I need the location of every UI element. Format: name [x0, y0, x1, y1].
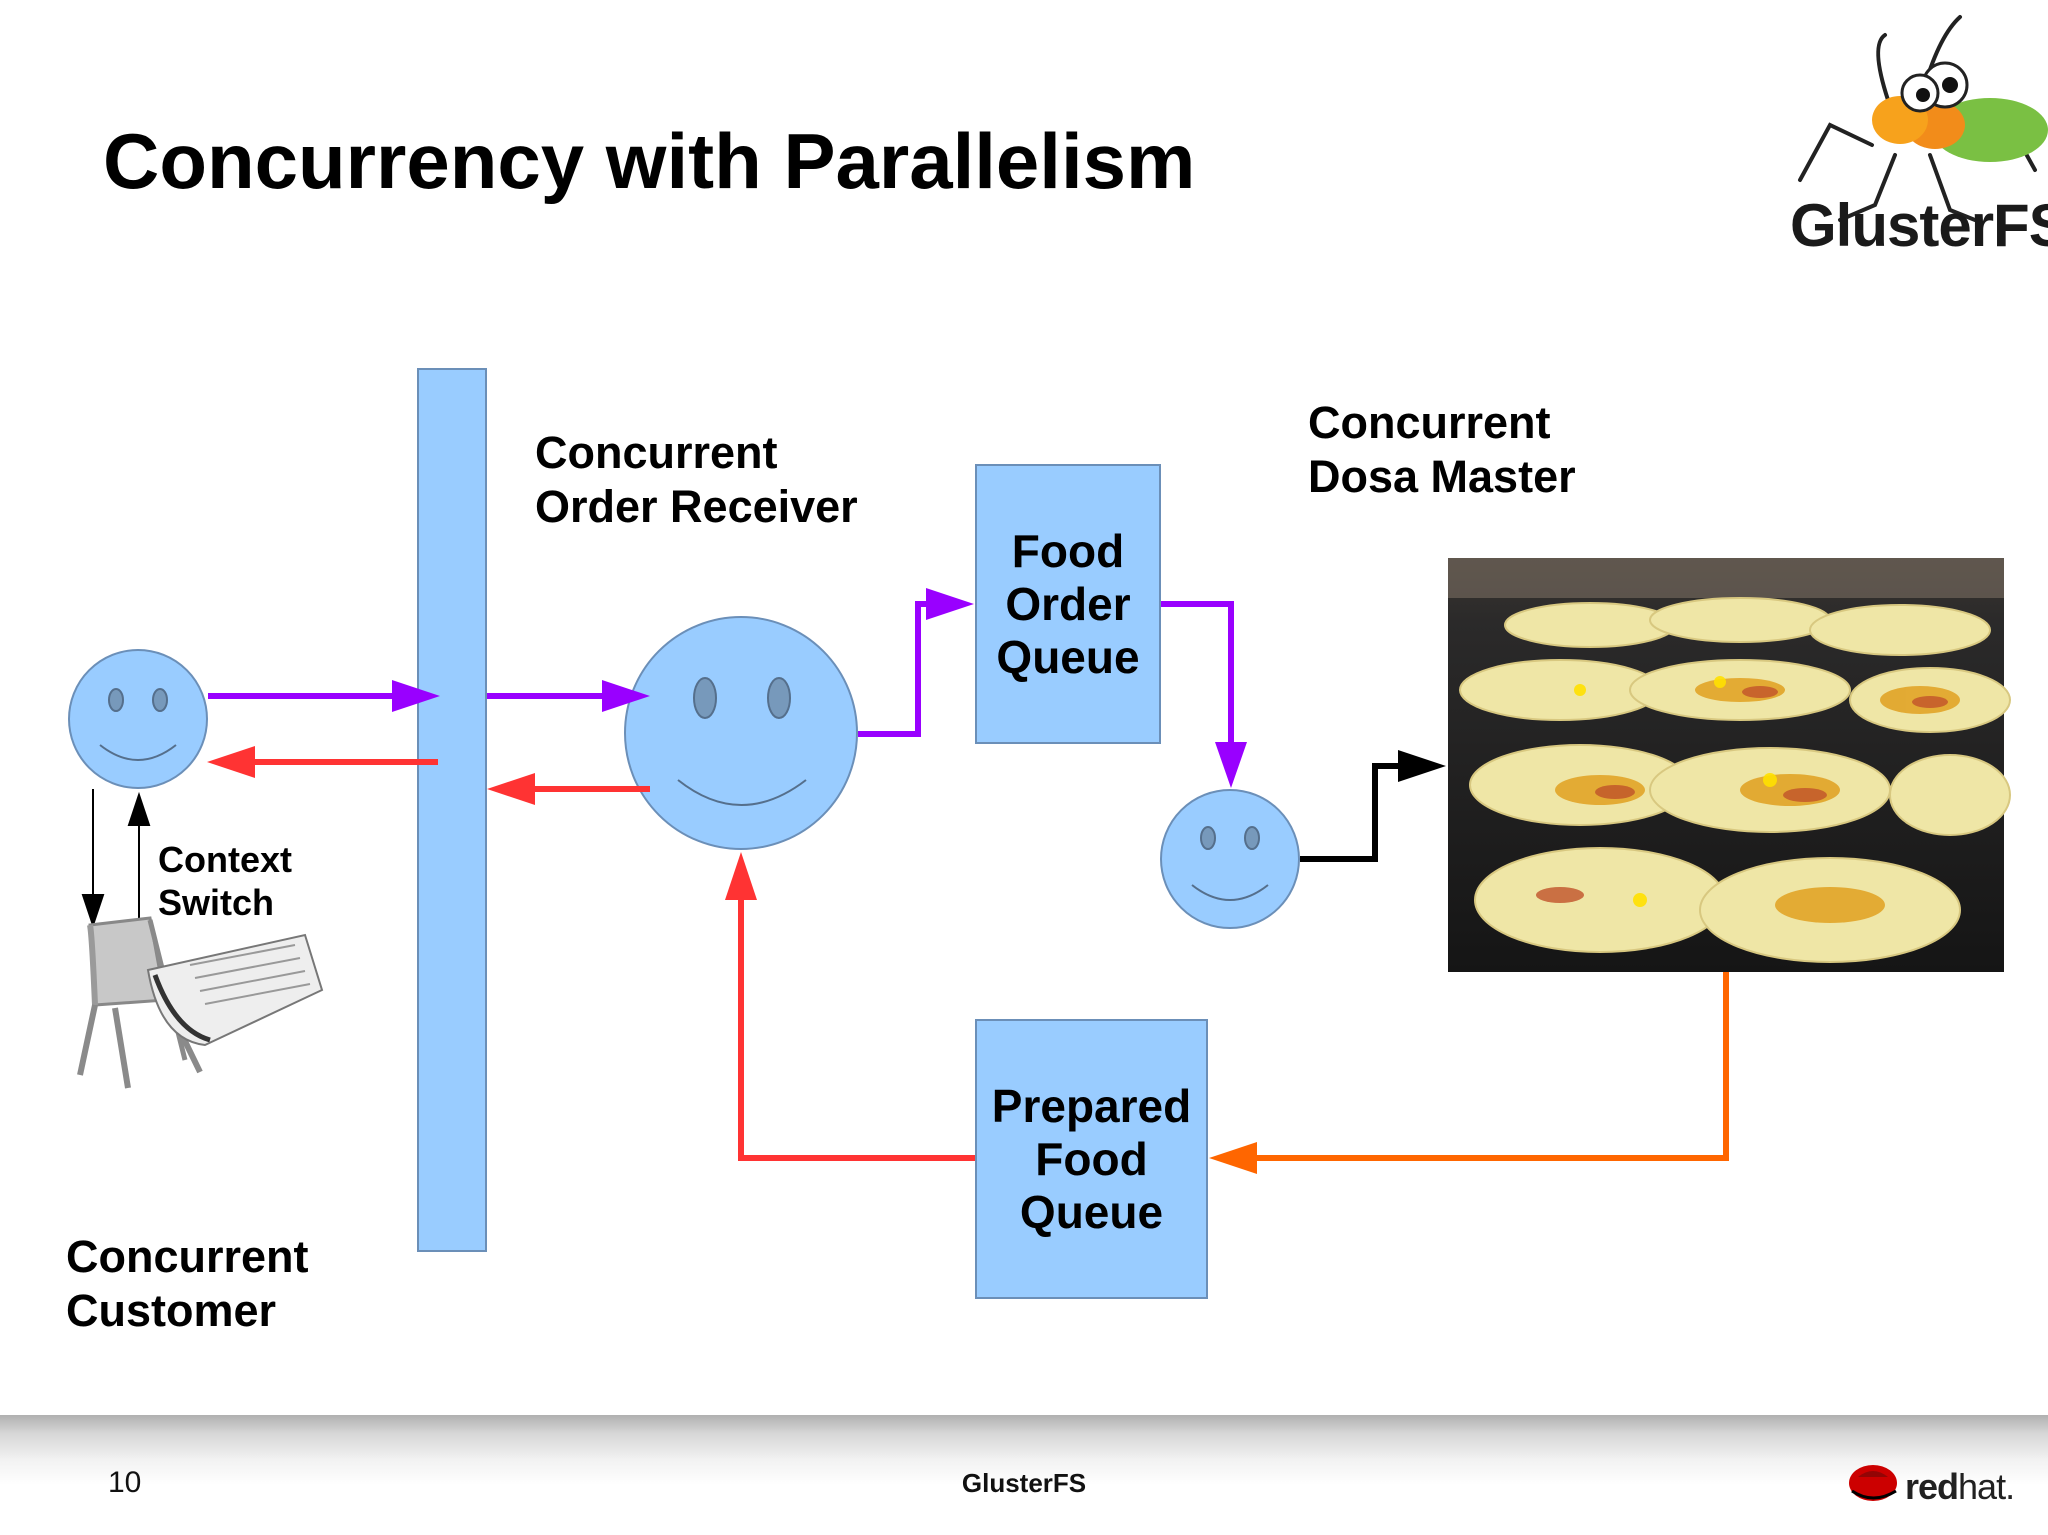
redhat-logo-icon: [1849, 1465, 1897, 1501]
order-flow-arrows: [208, 601, 1234, 752]
concurrency-diagram: [68, 368, 2011, 1299]
glusterfs-logo-text: GlusterFS: [1790, 192, 2048, 259]
dosa-master-smiley-icon: [1160, 789, 1300, 929]
redhat-wordmark: redhat.: [1905, 1466, 2015, 1507]
order-bar: [417, 368, 487, 1252]
prepared-food-arrow: [1250, 972, 1729, 1161]
food-order-queue-box: [975, 464, 1161, 744]
dosa-master-label: Concurrent Dosa Master: [1308, 397, 1576, 502]
customer-smiley-icon: [68, 649, 208, 789]
arrowhead-receiver-to-bar: [487, 773, 535, 805]
customer-label: Concurrent Customer: [66, 1231, 309, 1336]
arrowhead-bar-to-receiver: [602, 680, 650, 712]
arrowhead-grill-to-prepared-queue: [1209, 1142, 1257, 1174]
prepared-food-queue-box: [975, 1019, 1208, 1299]
arrowhead-prepared-queue-to-receiver: [725, 852, 757, 900]
slide-footer: [0, 1415, 2048, 1535]
context-switch-label: Context Switch: [158, 839, 292, 924]
dosa-grill-photo: [1448, 558, 2011, 972]
arrowhead-customer-to-bar: [392, 680, 440, 712]
prepared-food-queue-label: Prepared Food Queue: [991, 1080, 1192, 1238]
glusterfs-ant-logo: [1798, 15, 2048, 222]
order-receiver-smiley-icon: [624, 616, 858, 850]
arrowhead-order-queue-to-master: [1215, 742, 1247, 788]
arrowhead-receiver-to-order-queue: [926, 588, 974, 620]
arrowhead-bar-to-customer: [207, 746, 255, 778]
chair-newspaper-icon: [77, 916, 324, 1089]
food-order-queue-label: Food Order Queue: [996, 525, 1140, 683]
order-receiver-label: Concurrent Order Receiver: [535, 427, 858, 532]
footer-title: GlusterFS: [961, 1468, 1087, 1498]
master-to-grill-arrow: [1300, 763, 1400, 862]
context-switch-arrows: [81, 789, 151, 930]
delivery-flow-arrows: [240, 759, 975, 1161]
page-number: 10: [108, 1466, 142, 1499]
arrowhead-master-to-grill: [1398, 750, 1446, 782]
slide-title: Concurrency with Parallelism: [103, 117, 1196, 205]
